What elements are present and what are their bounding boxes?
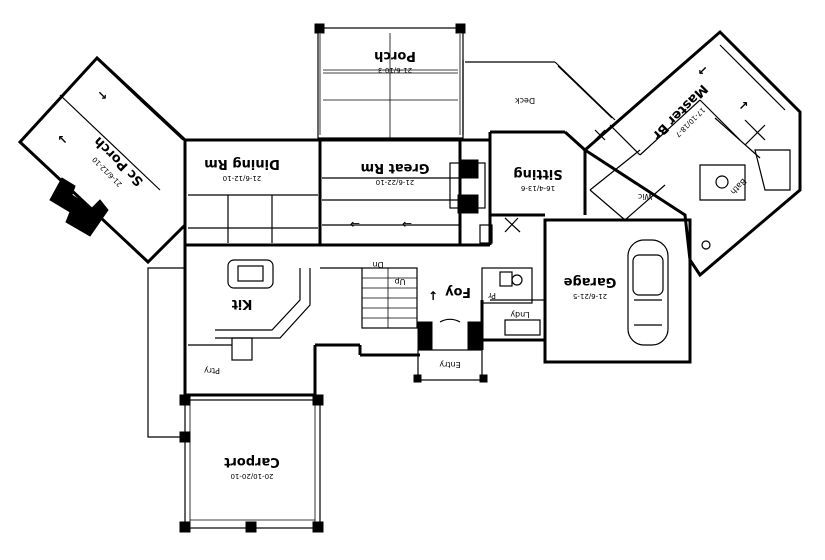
porch-structure <box>314 23 466 139</box>
stairs-down-label: Dn <box>372 260 383 269</box>
deck-structure <box>462 60 616 135</box>
garage-structure <box>543 218 692 364</box>
svg-text:↑: ↑ <box>54 131 71 148</box>
garage-name: Garage <box>563 274 616 289</box>
great-rm-name: Great Rm <box>361 160 430 175</box>
stairs-up-label: Up <box>395 277 406 286</box>
dining-rm-dim: 21-6/12-10 <box>223 174 262 182</box>
great-rm-dim: 21-6/22-10 <box>376 178 415 186</box>
kitchen-structure <box>185 259 360 397</box>
kit-name: Kit <box>232 296 253 311</box>
svg-text:⇐: ⇐ <box>350 217 360 231</box>
foy-name: Foy <box>445 284 471 299</box>
svg-text:↓: ↓ <box>94 87 111 104</box>
master-wing-walls <box>582 29 802 278</box>
direction-arrows: ↓ ↑ ⇐ ⇐ ↑ ↓ ↑ <box>54 62 752 303</box>
fireplace <box>449 159 493 244</box>
room-labels: Porch 21-6/10-3 Great Rm 21-6/22-10 Dini… <box>91 48 748 480</box>
sc-porch-structure <box>17 55 187 265</box>
stairs-structure <box>320 267 420 357</box>
entry-structure <box>413 300 488 383</box>
svg-text:⇐: ⇐ <box>402 217 412 231</box>
entry-name: Entry <box>439 360 461 369</box>
lndy-name: Lndy <box>510 310 530 319</box>
pr-name: Pr <box>487 291 496 300</box>
svg-text:↓: ↓ <box>694 62 711 79</box>
svg-text:↑: ↑ <box>735 97 752 114</box>
deck-name: Deck <box>515 96 535 105</box>
carport-dim: 20-10/20-10 <box>230 472 273 480</box>
dining-rm-name: Dining Rm <box>204 156 280 171</box>
svg-text:↑: ↑ <box>428 289 438 303</box>
porch-dim: 21-6/10-3 <box>378 66 412 74</box>
carport-structure <box>147 267 324 533</box>
ptry-name: Ptry <box>204 366 220 375</box>
porch-name: Porch <box>374 48 416 63</box>
main-walls <box>183 132 492 395</box>
sitting-walls <box>490 130 587 233</box>
sitting-dim: 16-4/13-6 <box>520 184 555 192</box>
laundry-structure <box>481 267 545 342</box>
sitting-name: Sitting <box>513 166 562 181</box>
wic-name: Wic <box>638 192 652 201</box>
carport-name: Carport <box>224 454 280 469</box>
garage-dim: 21-6/21-5 <box>573 292 607 300</box>
